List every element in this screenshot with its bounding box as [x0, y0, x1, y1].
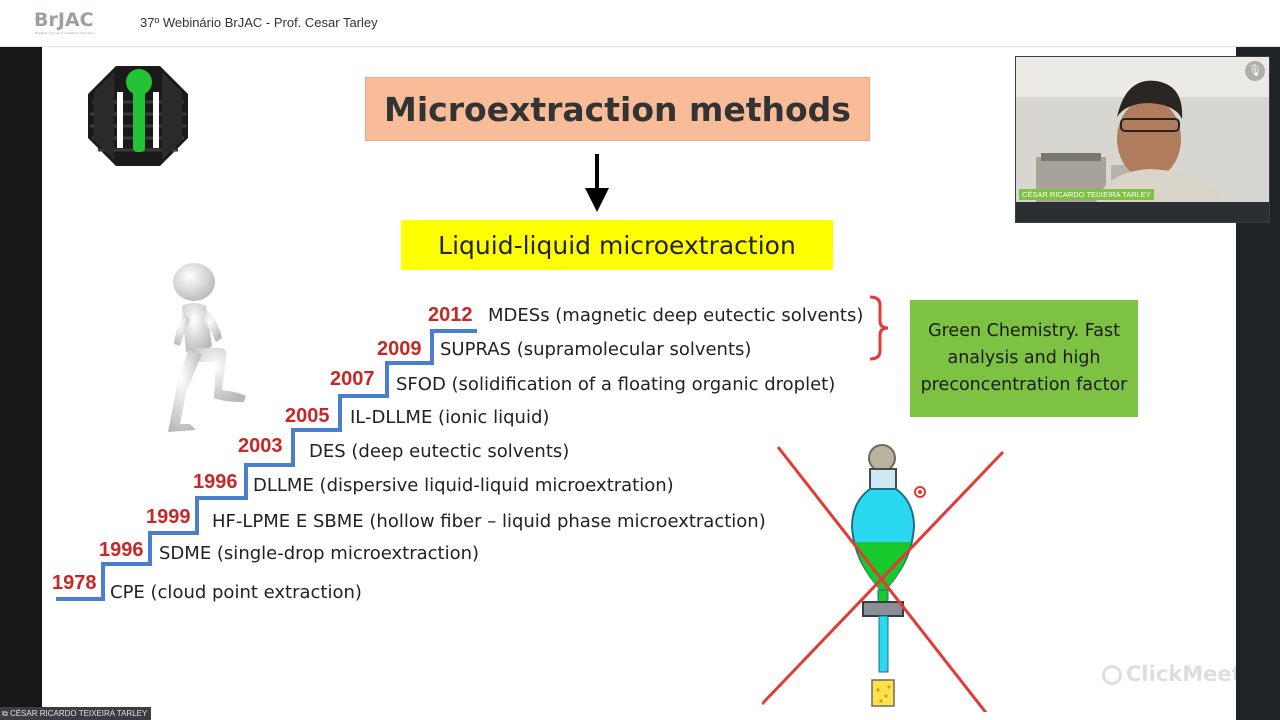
webinar-title: 37º Webinário BrJAC - Prof. Cesar Tarley	[140, 15, 378, 30]
timeline-year: 2012	[428, 304, 473, 326]
timeline-year: 1996	[193, 471, 238, 493]
green-chemistry-box: Green Chemistry. Fast analysis and high …	[910, 300, 1138, 417]
timeline-year: 2003	[238, 435, 283, 457]
timeline-method: DES (deep eutectic solvents)	[309, 441, 570, 462]
clickmeeting-watermark: ClickMeeting	[1102, 662, 1236, 686]
timeline-method: CPE (cloud point extraction)	[110, 582, 362, 603]
presenter-video	[1016, 57, 1269, 222]
timeline-method: SUPRAS (supramolecular solvents)	[440, 339, 752, 360]
down-arrow-icon	[585, 154, 609, 212]
timeline-method: SFOD (solidification of a floating organ…	[396, 374, 836, 395]
top-bar: BrJAC Brazilian Journal of Analytical Ch…	[0, 0, 1280, 47]
climbing-person-icon	[168, 263, 246, 432]
clickmeeting-logo-icon	[1102, 665, 1122, 685]
screen-share-icon: ⧉	[2, 709, 10, 718]
slide-title-box: Microextraction methods	[365, 77, 870, 141]
timeline-year: 2009	[377, 338, 422, 360]
left-margin	[0, 47, 42, 720]
timeline-method: SDME (single-drop microextraction)	[159, 543, 480, 564]
timeline-year: 1996	[99, 539, 144, 561]
timeline-method: HF-LPME E SBME (hollow fiber – liquid ph…	[212, 511, 766, 532]
slide-title: Microextraction methods	[384, 89, 851, 129]
separatory-funnel-crossed-icon	[762, 444, 1005, 712]
subtitle-box: Liquid-liquid microextraction	[401, 220, 833, 270]
timeline-method: DLLME (dispersive liquid-liquid microext…	[253, 475, 674, 496]
timeline-year: 1978	[52, 572, 97, 594]
mic-icon[interactable]: 🎙	[1245, 61, 1265, 81]
timeline-year: 2007	[330, 368, 375, 390]
right-brace-icon	[869, 295, 889, 361]
timeline-year: 2005	[285, 405, 330, 427]
brjac-logo: BrJAC Brazilian Journal of Analytical Ch…	[34, 9, 96, 35]
slide-subtitle: Liquid-liquid microextraction	[438, 230, 796, 260]
presenter-webcam[interactable]: CÉSAR RICARDO TEIXEIRA TARLEY 🎙	[1015, 56, 1270, 223]
timeline-year: 1999	[146, 506, 191, 528]
participant-name-tag: ⧉ CÉSAR RICARDO TEIXEIRA TARLEY	[0, 707, 152, 720]
timeline-method: MDESs (magnetic deep eutectic solvents)	[488, 305, 864, 326]
timeline-method: IL-DLLME (ionic liquid)	[350, 407, 550, 428]
presenter-name-tag: CÉSAR RICARDO TEIXEIRA TARLEY	[1019, 189, 1154, 200]
lab-logo-icon	[88, 66, 188, 166]
timeline-staircase	[56, 329, 477, 601]
